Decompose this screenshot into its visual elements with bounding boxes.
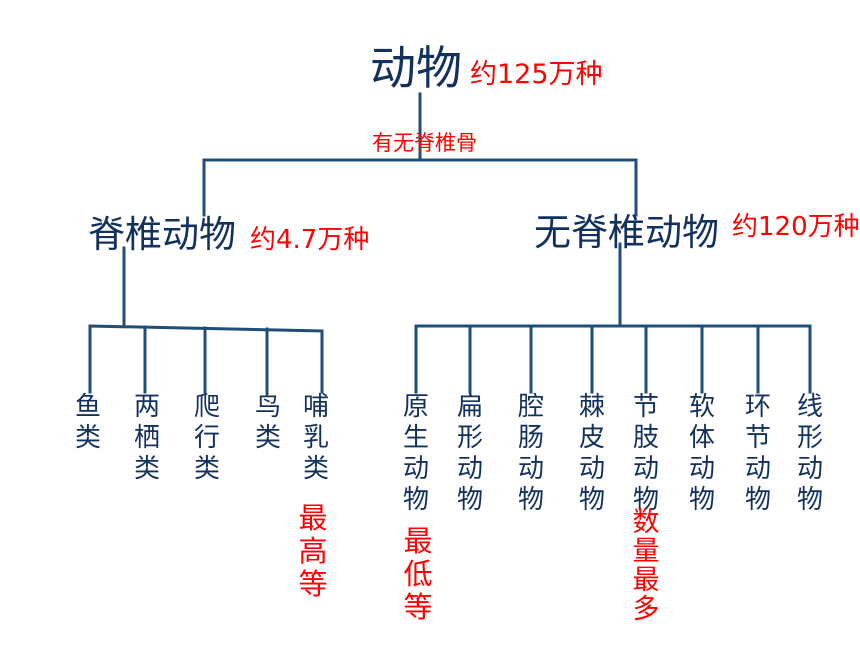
note-most-numerous: 数量最多 [632,507,660,625]
leaf-echinoderms: 棘皮动物 [578,392,605,515]
invertebrate-count: 约120万种 [732,212,860,242]
leaf-fish: 鱼类 [74,392,101,453]
leaf-flatworms: 扁形动物 [456,392,483,515]
leaf-coelenterates: 腔肠动物 [517,392,544,515]
leaf-birds: 鸟类 [254,392,281,453]
leaf-protozoa: 原生动物 [402,392,429,515]
leaf-annelids: 环节动物 [744,392,771,515]
leaf-nematodes: 线形动物 [796,392,823,515]
vertebrate-label: 脊椎动物 [88,213,236,256]
leaf-reptiles: 爬行类 [193,392,220,484]
leaf-mollusks: 软体动物 [688,392,715,515]
root-label: 动物 [370,41,462,95]
note-lowest: 最低等 [403,524,433,624]
vertebrate-count: 约4.7万种 [250,225,370,255]
leaf-mammals: 哺乳类 [302,392,329,484]
invertebrate-label: 无脊椎动物 [534,211,719,254]
criterion-label: 有无脊椎骨 [372,131,477,155]
root-count: 约125万种 [470,59,603,90]
note-highest: 最高等 [298,501,328,601]
leaf-arthropods: 节肢动物 [632,392,659,515]
leaf-amphibians: 两栖类 [133,392,160,484]
